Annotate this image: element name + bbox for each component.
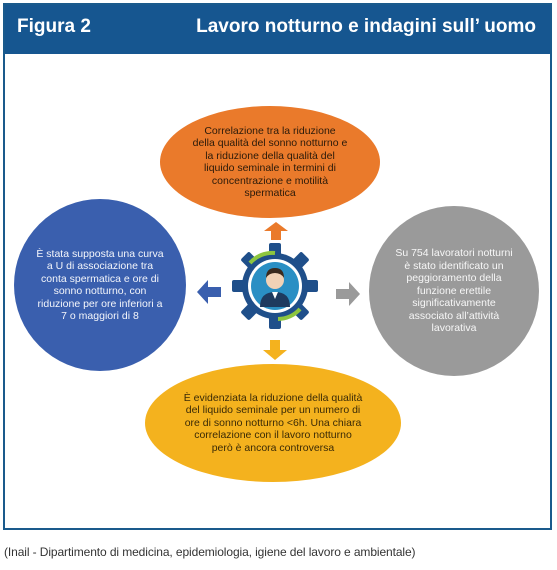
node-bottom-text: È evidenziata la riduzione della qualità…	[183, 391, 363, 454]
node-right-circle: Su 754 lavoratori notturni è stato ident…	[369, 206, 539, 376]
node-left-circle: È stata supposta una curva a U di associ…	[14, 199, 186, 371]
node-top-ellipse: Correlazione tra la riduzione della qual…	[160, 106, 380, 218]
person-icon	[260, 268, 290, 307]
node-top-text: Correlazione tra la riduzione della qual…	[192, 124, 348, 200]
arrow-down-icon	[263, 340, 287, 360]
arrow-right-icon	[336, 282, 360, 306]
arrow-left-icon	[197, 280, 221, 304]
center-gear-person	[232, 243, 318, 329]
node-right-text: Su 754 lavoratori notturni è stato ident…	[395, 247, 513, 335]
node-left-text: È stata supposta una curva a U di associ…	[36, 247, 164, 323]
figure-title: Lavoro notturno e indagini sull’ uomo	[196, 16, 536, 37]
arrow-up-icon	[264, 222, 288, 240]
figure-header: Figura 2 Lavoro notturno e indagini sull…	[5, 5, 550, 54]
node-bottom-ellipse: È evidenziata la riduzione della qualità…	[145, 364, 401, 482]
figure-label: Figura 2	[17, 16, 91, 37]
source-caption: (Inail - Dipartimento di medicina, epide…	[4, 545, 416, 559]
